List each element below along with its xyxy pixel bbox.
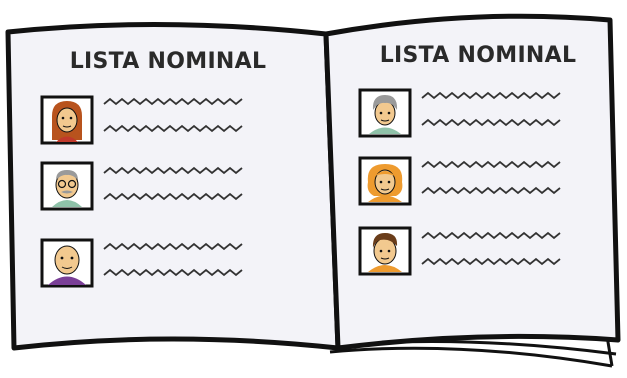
woman-long-red-hair-avatar [40,95,94,145]
scribble-line [103,97,243,106]
bald-man-avatar [40,238,94,288]
left-entry-2 [40,161,243,211]
young-man-brown-hair-avatar [358,226,412,276]
scribble-line [103,268,243,277]
scribble-line [421,186,561,195]
scribble-line [103,242,243,251]
left-entry-1 [40,95,243,145]
left-entry-3 [40,238,243,288]
elderly-woman-gray-hair-avatar [358,88,412,138]
scribble-line [103,192,243,201]
right-entry-3 [358,226,561,276]
scribble-line [421,231,561,240]
scribble-line [421,118,561,127]
scribble-line [421,160,561,169]
scribble-line [103,124,243,133]
right-entry-1 [358,88,561,138]
left-page-title: LISTA NOMINAL [70,49,267,74]
scribble-line [103,166,243,175]
right-page-title: LISTA NOMINAL [380,43,577,68]
elderly-man-glasses-mustache-avatar [40,161,94,211]
book-spine [324,33,340,349]
right-entry-2 [358,156,561,206]
woman-orange-hair-avatar [358,156,412,206]
scribble-line [421,91,561,100]
scribble-line [421,257,561,266]
